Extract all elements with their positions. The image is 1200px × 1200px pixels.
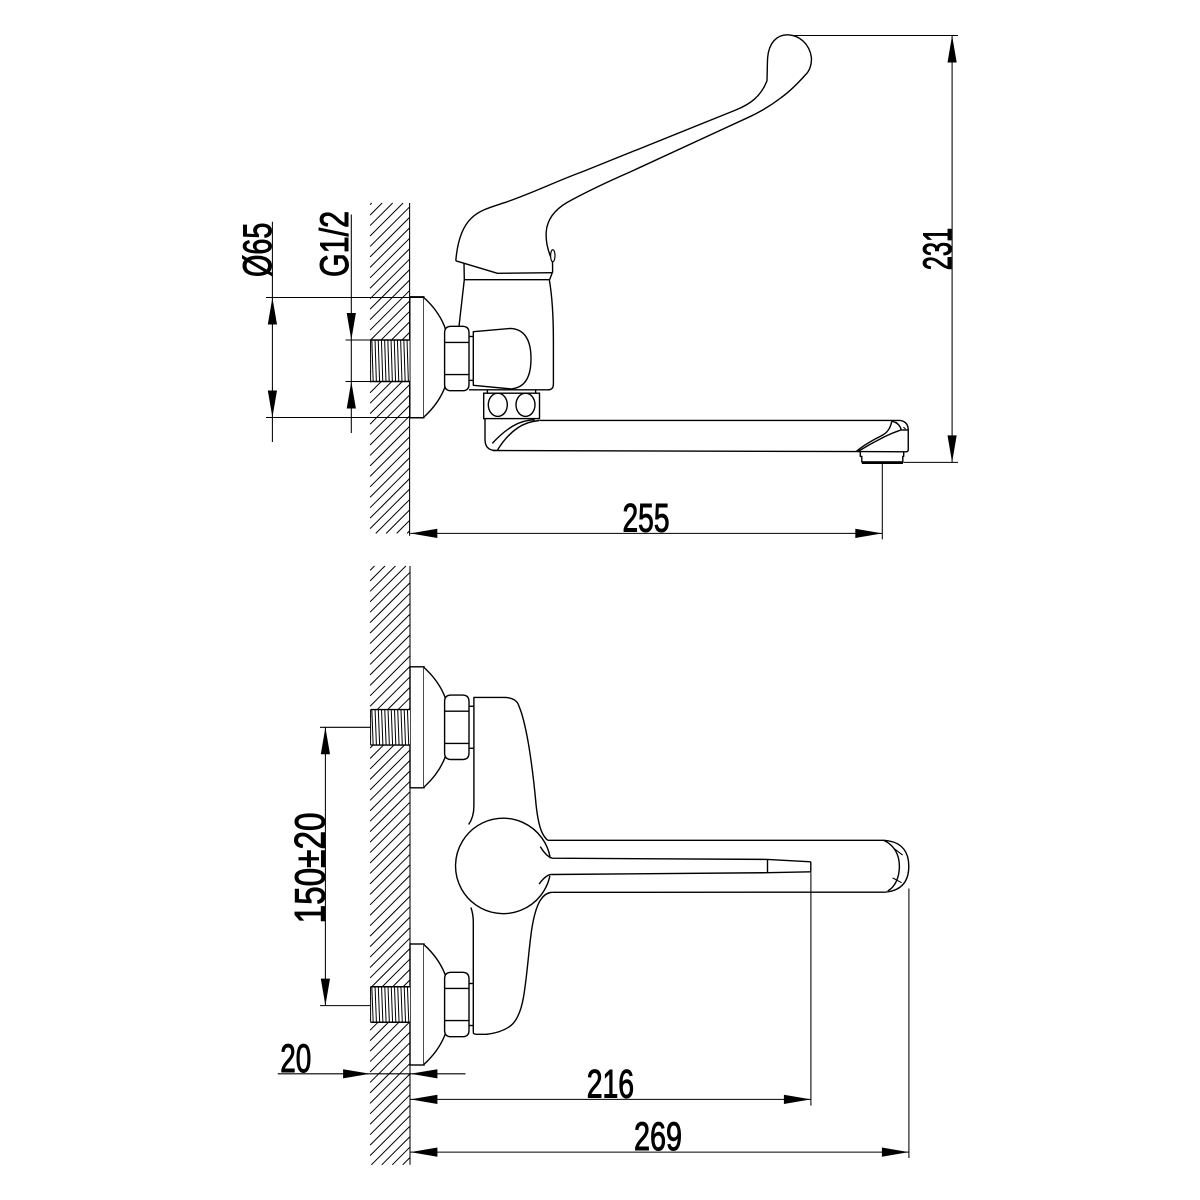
svg-text:20: 20 — [280, 1037, 311, 1081]
svg-text:216: 216 — [587, 1063, 634, 1107]
svg-text:150±20: 150±20 — [288, 813, 335, 924]
svg-text:G1/2: G1/2 — [313, 211, 357, 277]
svg-text:Ø65: Ø65 — [236, 223, 280, 277]
svg-text:269: 269 — [634, 1115, 682, 1159]
svg-text:255: 255 — [623, 496, 670, 540]
svg-text:231: 231 — [916, 228, 960, 271]
